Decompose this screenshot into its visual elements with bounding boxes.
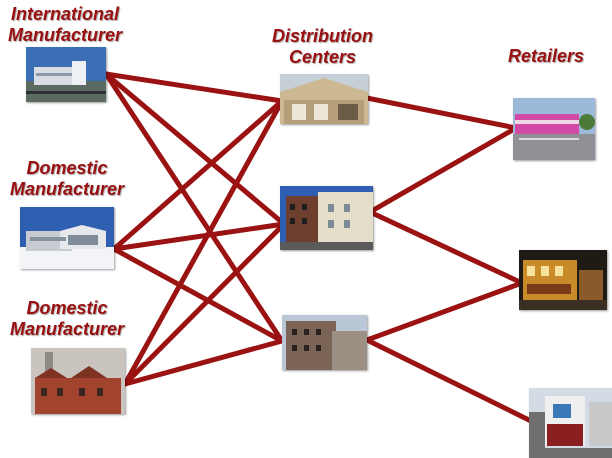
link-dc3-to-ret3 [364,337,536,425]
link-dom1-to-dc3 [111,246,285,344]
link-dom1-to-dc1 [111,98,285,252]
link-dc2-to-ret2 [367,209,525,286]
retailer-3-image [529,388,612,458]
international-manufacturer-image [26,47,106,102]
link-dom2-to-dc3 [122,338,285,387]
distribution-center-2-image [280,186,373,250]
link-intl-to-dc3 [103,71,285,344]
link-dc3-to-ret2 [364,280,525,343]
link-dom1-to-dc2 [111,221,287,252]
link-dc2-to-ret1 [367,125,519,215]
link-intl-to-dc2 [103,71,287,227]
link-intl-to-dc1 [103,71,285,104]
retailer-2-image [519,250,607,310]
link-dom2-to-dc2 [122,221,287,387]
link-dom2-to-dc1 [122,98,285,387]
distribution-center-1-image [280,74,368,124]
link-dc1-to-ret1 [364,95,519,131]
distribution-center-3-image [282,315,367,370]
domestic-manufacturer-2-image [31,348,125,414]
retailer-1-image [513,98,595,160]
label-retailers: Retailers [508,46,585,66]
domestic-manufacturer-1-image [20,207,114,269]
